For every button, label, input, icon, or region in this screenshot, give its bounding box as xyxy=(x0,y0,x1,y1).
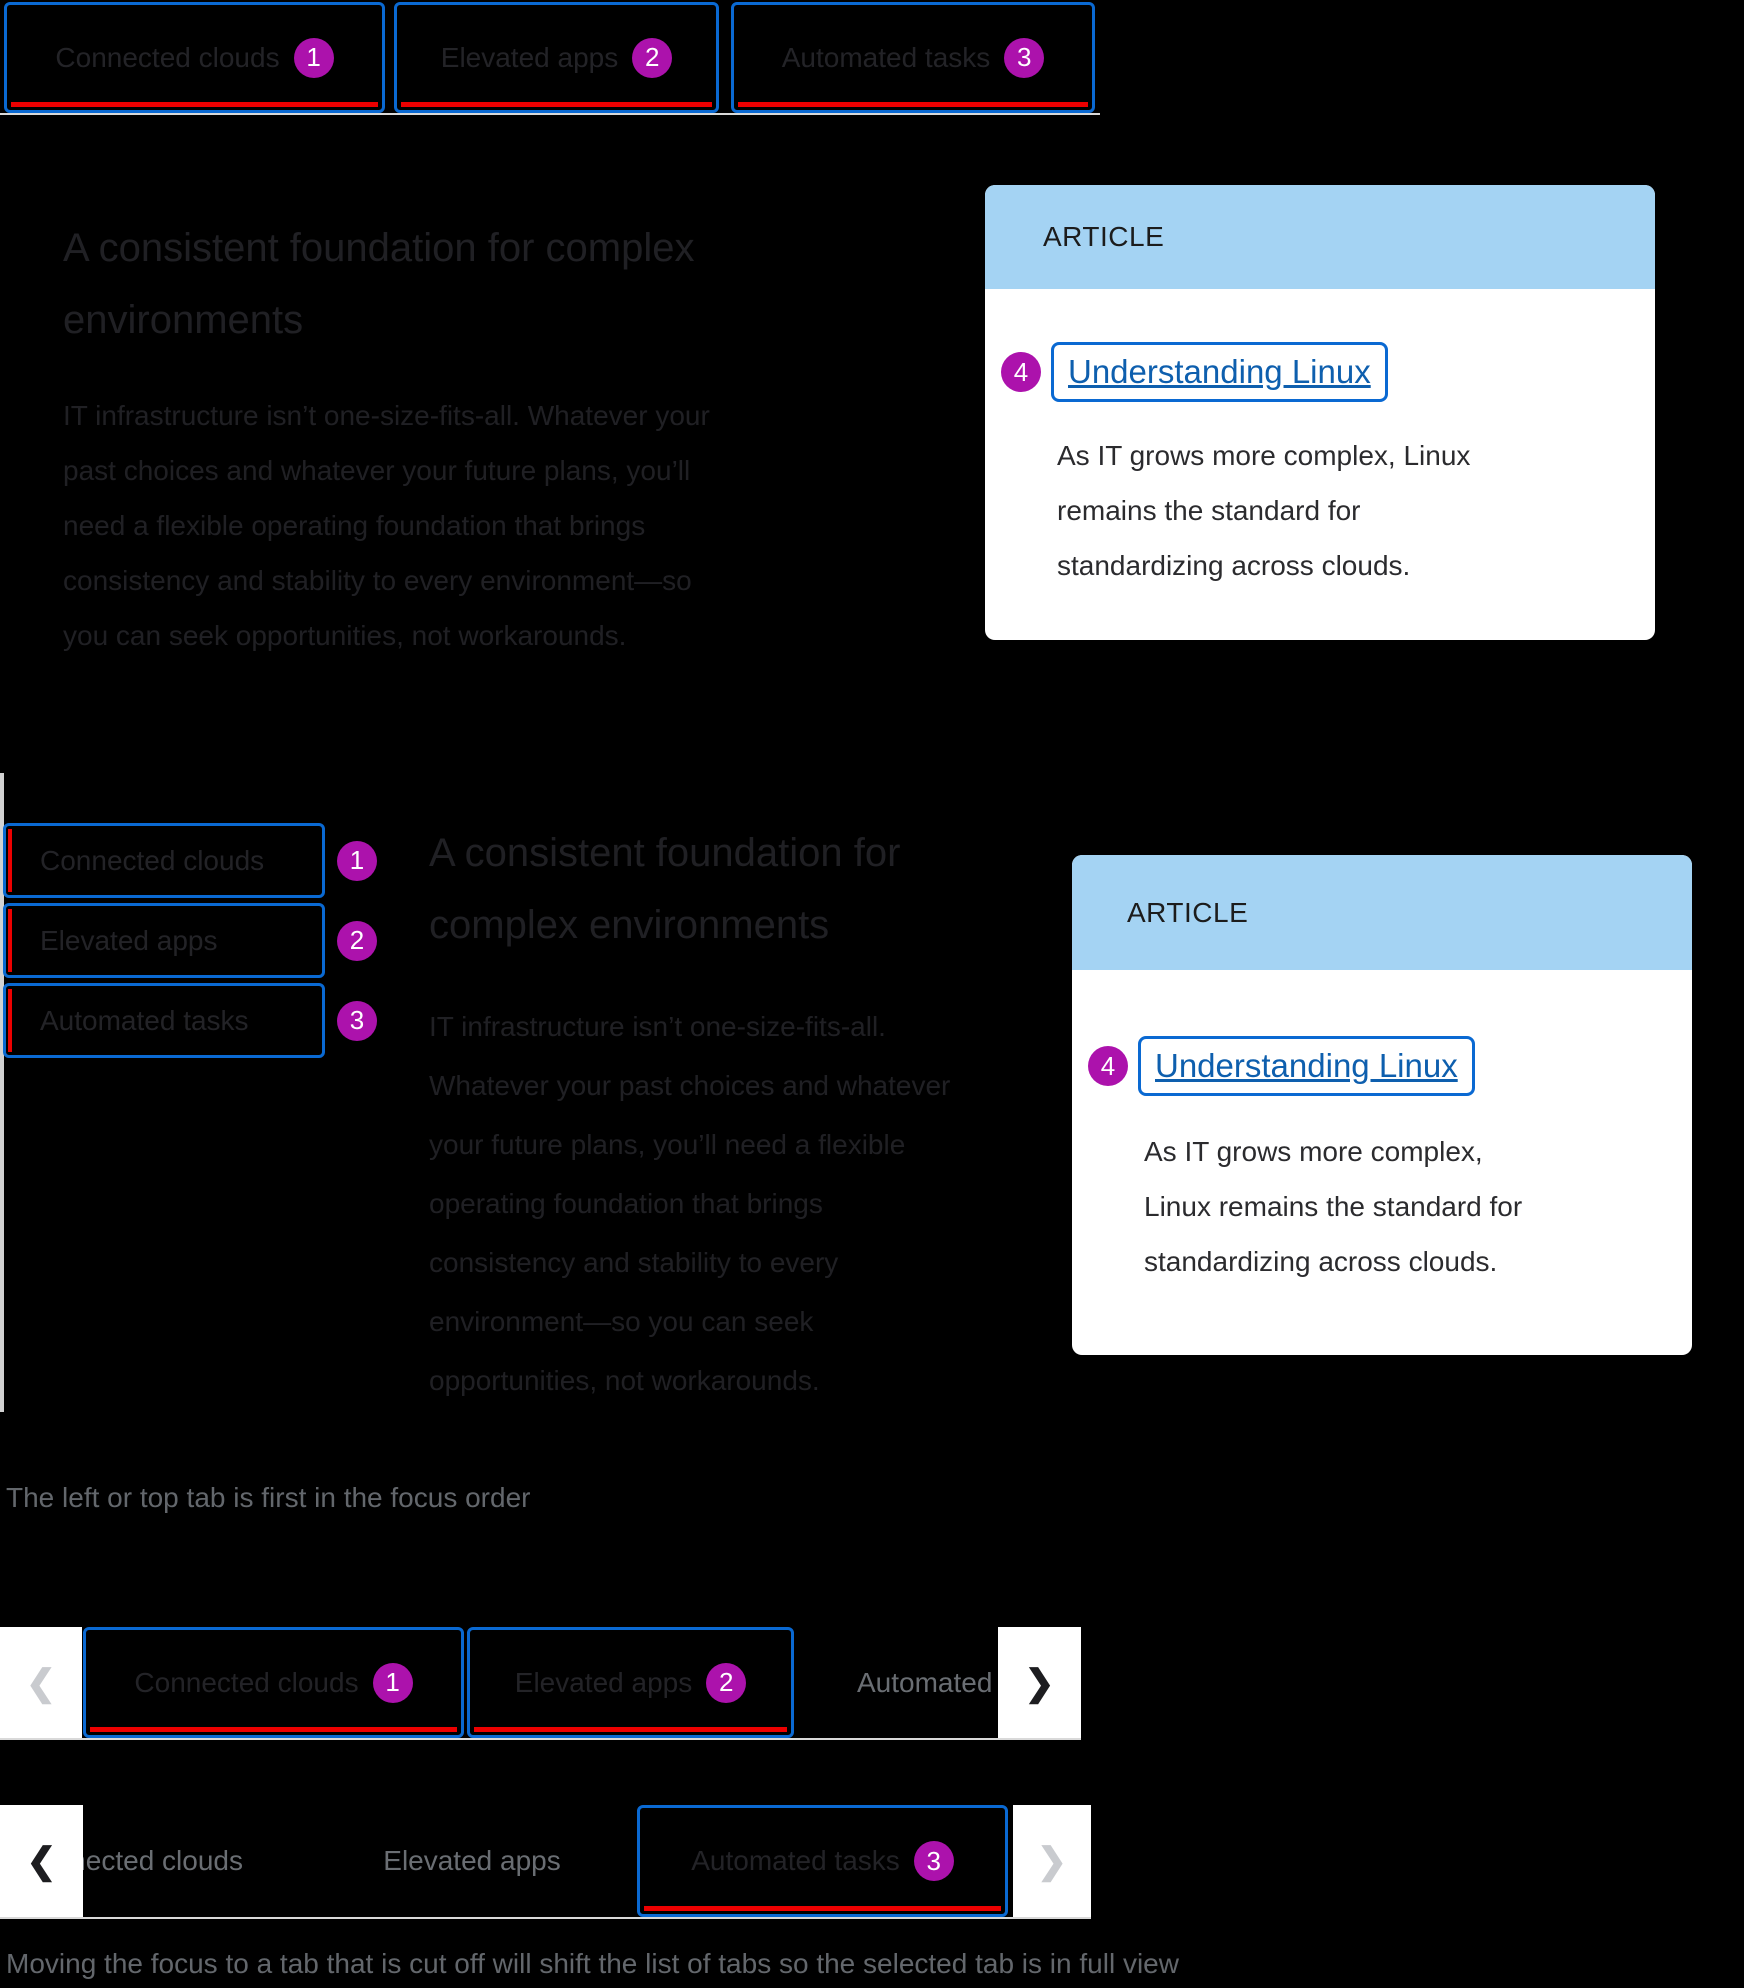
tab-automated-tasks-cutoff[interactable]: Automated tasks xyxy=(794,1627,998,1738)
active-tab-indicator xyxy=(401,102,712,107)
tab-label: Automated tasks xyxy=(857,1667,998,1698)
active-tab-indicator xyxy=(474,1727,787,1732)
active-tab-indicator xyxy=(11,102,378,107)
vertical-tab-row: Automated tasks 3 xyxy=(3,983,377,1058)
overflow-tabbar-1: ❮ Connected clouds 1 Elevated apps 2 Aut… xyxy=(0,1627,1081,1740)
link-focus-ring: Understanding Linux xyxy=(1138,1036,1475,1096)
horizontal-tabs-example: Connected clouds 1 Elevated apps 2 Autom… xyxy=(0,0,1744,755)
tab-elevated-apps[interactable]: Elevated apps xyxy=(3,903,325,978)
tab-elevated-apps[interactable]: Elevated apps 2 xyxy=(394,2,719,113)
overflow-example-caption: Moving the focus to a tab that is cut of… xyxy=(6,1948,1179,1979)
article-description: As IT grows more complex, Linux remains … xyxy=(1057,440,1471,581)
content-heading: A consistent foundation for complex envi… xyxy=(63,226,695,342)
article-card-body: 4 Understanding Linux As IT grows more c… xyxy=(1072,970,1692,1289)
tab-automated-tasks[interactable]: Automated tasks xyxy=(3,983,325,1058)
article-card-header: ARTICLE xyxy=(985,185,1655,289)
content-heading: A consistent foundation for complex envi… xyxy=(429,831,901,947)
tabbar-bottom-border xyxy=(0,113,1100,115)
tab-elevated-apps[interactable]: Elevated apps xyxy=(307,1805,637,1917)
scroll-right-button[interactable]: ❯ xyxy=(998,1627,1081,1738)
tab-label: Elevated apps xyxy=(40,924,218,956)
tab-label: Automated tasks xyxy=(40,1004,249,1036)
tab-label: Connected clouds xyxy=(134,1666,359,1698)
tab-connected-clouds[interactable]: Connected clouds 1 xyxy=(83,1627,464,1738)
scroll-left-button[interactable]: ❮ xyxy=(0,1627,82,1738)
article-card-header: ARTICLE xyxy=(1072,855,1692,970)
article-card: ARTICLE 4 Understanding Linux As IT grow… xyxy=(985,185,1655,640)
article-card-body: 4 Understanding Linux As IT grows more c… xyxy=(985,289,1655,593)
article-link-row: 4 Understanding Linux xyxy=(1001,342,1615,402)
active-tab-indicator xyxy=(738,102,1088,107)
active-tab-indicator xyxy=(90,1727,457,1732)
focus-order-badge: 2 xyxy=(337,920,377,961)
vertical-tabbar: Connected clouds 1 Elevated apps 2 Autom… xyxy=(3,823,377,1063)
tab-label: Connected clouds xyxy=(83,1845,243,1876)
tab-label: Connected clouds xyxy=(55,41,280,73)
tab-label: Automated tasks xyxy=(691,1845,900,1876)
focus-order-badge: 1 xyxy=(293,37,334,78)
tab-label: Automated tasks xyxy=(781,41,991,73)
focus-order-badge: 1 xyxy=(337,840,377,881)
article-link-row: 4 Understanding Linux xyxy=(1088,1036,1662,1096)
active-tab-indicator xyxy=(8,829,12,892)
tab-label: Connected clouds xyxy=(40,844,265,876)
tab-label: Elevated apps xyxy=(514,1666,693,1698)
tab-connected-clouds-cutoff[interactable]: Connected clouds xyxy=(83,1805,307,1917)
article-eyebrow: ARTICLE xyxy=(1043,221,1165,252)
article-description: As IT grows more complex, Linux remains … xyxy=(1144,1136,1523,1277)
focus-order-badge: 1 xyxy=(372,1662,413,1703)
active-tab-indicator xyxy=(8,909,12,972)
article-eyebrow: ARTICLE xyxy=(1127,896,1249,928)
article-card: ARTICLE 4 Understanding Linux As IT grow… xyxy=(1072,855,1692,1355)
chevron-right-icon: ❯ xyxy=(1024,1661,1055,1703)
horizontal-tabbar: Connected clouds 1 Elevated apps 2 Autom… xyxy=(4,2,1095,113)
focus-order-badge: 2 xyxy=(706,1662,747,1703)
active-tab-indicator xyxy=(8,989,12,1052)
focus-order-badge: 3 xyxy=(337,1000,377,1041)
content-paragraph: IT infrastructure isn’t one-size-fits-al… xyxy=(429,1011,951,1396)
content-paragraph: IT infrastructure isn’t one-size-fits-al… xyxy=(63,400,710,651)
link-focus-ring: Understanding Linux xyxy=(1051,342,1388,402)
understanding-linux-link[interactable]: Understanding Linux xyxy=(1155,1047,1458,1084)
tab-connected-clouds[interactable]: Connected clouds 1 xyxy=(4,2,385,113)
focus-order-badge: 2 xyxy=(632,37,673,78)
vertical-tab-row: Connected clouds 1 xyxy=(3,823,377,898)
overflow-tabbar-2: ❮ Connected clouds Elevated apps Automat… xyxy=(0,1805,1091,1919)
focus-order-badge: 4 xyxy=(1088,1046,1128,1086)
chevron-left-icon: ❮ xyxy=(26,1840,57,1881)
chevron-right-icon: ❯ xyxy=(1036,1840,1068,1881)
active-tab-indicator xyxy=(644,1906,1001,1911)
vertical-example-caption: The left or top tab is first in the focu… xyxy=(6,1482,531,1513)
understanding-linux-link[interactable]: Understanding Linux xyxy=(1068,353,1371,390)
vertical-tab-row: Elevated apps 2 xyxy=(3,903,377,978)
tab-automated-tasks[interactable]: Automated tasks 3 xyxy=(637,1805,1008,1917)
scroll-right-button[interactable]: ❯ xyxy=(1013,1805,1091,1917)
focus-order-badge: 3 xyxy=(913,1841,954,1881)
focus-order-badge: 4 xyxy=(1001,352,1041,392)
tab-connected-clouds[interactable]: Connected clouds xyxy=(3,823,325,898)
tab-automated-tasks[interactable]: Automated tasks 3 xyxy=(731,2,1095,113)
tab-label: Elevated apps xyxy=(383,1845,561,1876)
tab-label: Elevated apps xyxy=(440,41,619,73)
tab-elevated-apps[interactable]: Elevated apps 2 xyxy=(467,1627,794,1738)
chevron-left-icon: ❮ xyxy=(25,1661,57,1703)
vertical-tabs-example: Connected clouds 1 Elevated apps 2 Autom… xyxy=(0,773,1744,1412)
scroll-left-button[interactable]: ❮ xyxy=(0,1805,83,1917)
focus-order-badge: 3 xyxy=(1004,37,1045,78)
